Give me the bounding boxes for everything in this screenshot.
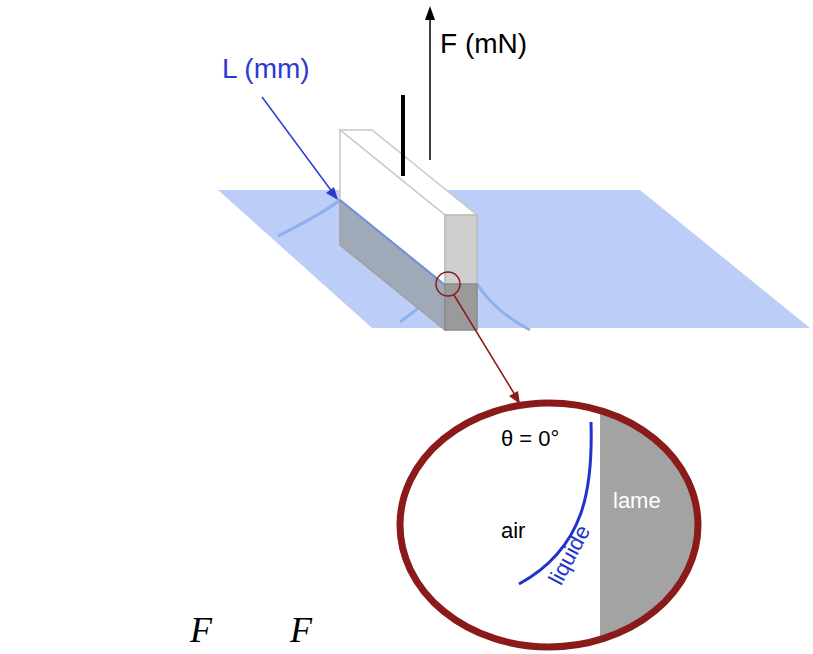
meniscus — [477, 284, 530, 330]
length-label: L (mm) — [222, 55, 310, 83]
plate-label: lame — [613, 490, 661, 512]
formula-symbol: F — [290, 612, 312, 648]
arrow-head — [425, 6, 435, 20]
force-arrow — [429, 18, 431, 160]
force-label: F (mN) — [440, 30, 527, 58]
zoom-circle: θ = 0°lameairliquide — [395, 398, 703, 652]
plate-front-immersed — [340, 200, 445, 330]
contact-line — [340, 200, 445, 285]
meniscus — [278, 200, 340, 236]
air-label: air — [501, 520, 525, 542]
liquid-surface — [218, 190, 810, 328]
leader-line — [262, 97, 333, 193]
formula-symbol: F — [190, 612, 212, 648]
zoom-marker — [436, 272, 460, 296]
suspension-rod — [401, 95, 405, 176]
plate-end — [445, 215, 477, 284]
arrow-head — [326, 187, 338, 200]
angle-label: θ = 0° — [501, 428, 559, 450]
leader-line — [454, 295, 515, 395]
